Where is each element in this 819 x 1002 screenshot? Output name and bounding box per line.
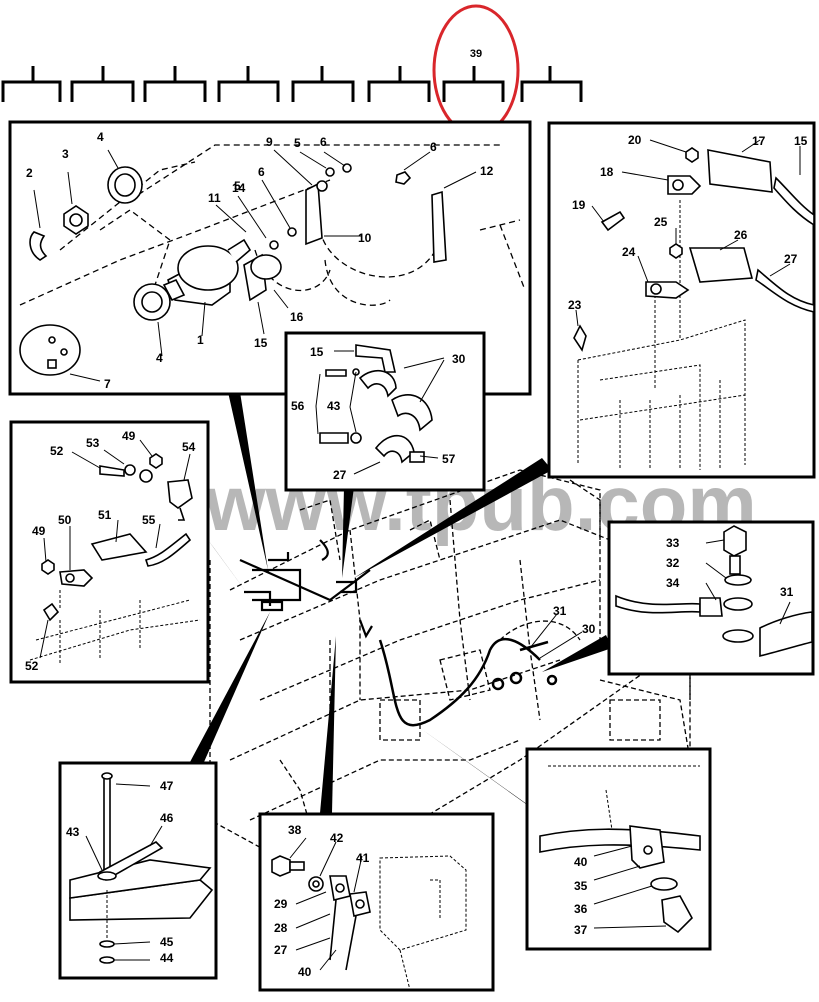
svg-text:57: 57 xyxy=(442,452,456,466)
page-marker: 39 xyxy=(470,48,482,60)
svg-text:5: 5 xyxy=(234,179,241,193)
svg-text:27: 27 xyxy=(784,252,798,266)
connector-details xyxy=(239,539,373,639)
svg-text:38: 38 xyxy=(288,823,302,837)
svg-text:29: 29 xyxy=(274,897,288,911)
svg-text:47: 47 xyxy=(160,779,174,793)
svg-text:15: 15 xyxy=(254,336,268,350)
svg-text:43: 43 xyxy=(327,399,341,413)
svg-text:15: 15 xyxy=(794,134,808,148)
svg-text:3: 3 xyxy=(62,147,69,161)
chassis-callout-labels: 31 30 xyxy=(529,604,596,659)
ignition-callout-labels: 2 3 4 14 9 5 6 6 12 11 5 6 10 1 4 15 16 … xyxy=(26,130,494,391)
svg-text:27: 27 xyxy=(333,468,347,482)
svg-text:10: 10 xyxy=(358,231,372,245)
svg-text:30: 30 xyxy=(452,352,466,366)
svg-text:31: 31 xyxy=(553,604,567,618)
battery-callout-labels: 20 17 15 18 19 25 26 24 27 23 xyxy=(568,133,808,312)
svg-text:19: 19 xyxy=(572,198,586,212)
svg-text:36: 36 xyxy=(574,902,588,916)
bracket-row xyxy=(1,66,583,102)
svg-text:56: 56 xyxy=(291,399,305,413)
svg-text:1: 1 xyxy=(197,333,204,347)
svg-text:15: 15 xyxy=(310,345,324,359)
svg-text:6: 6 xyxy=(430,140,437,154)
svg-text:54: 54 xyxy=(182,440,196,454)
svg-text:40: 40 xyxy=(298,965,312,979)
svg-text:6: 6 xyxy=(320,135,327,149)
svg-text:14: 14 xyxy=(232,181,246,195)
inset-battery-cables: 20 17 15 18 19 25 26 24 27 23 xyxy=(547,121,816,479)
svg-text:55: 55 xyxy=(142,513,156,527)
pointer-wedges xyxy=(190,392,612,813)
svg-text:24: 24 xyxy=(622,245,636,259)
svg-text:41: 41 xyxy=(356,851,370,865)
bracket-callout-labels: 15 30 56 43 27 57 xyxy=(291,345,466,482)
svg-text:46: 46 xyxy=(160,811,174,825)
svg-text:4: 4 xyxy=(97,130,104,144)
inset-bolt-stack: 33 32 34 31 xyxy=(607,520,815,676)
svg-text:53: 53 xyxy=(86,436,100,450)
svg-text:33: 33 xyxy=(666,536,680,550)
svg-text:49: 49 xyxy=(122,429,136,443)
svg-text:2: 2 xyxy=(26,166,33,180)
highlight-circle xyxy=(432,4,520,136)
svg-text:34: 34 xyxy=(666,576,680,590)
svg-text:51: 51 xyxy=(98,508,112,522)
svg-text:17: 17 xyxy=(752,134,766,148)
left-inset-callout-labels: 52 53 49 54 51 55 49 50 52 xyxy=(25,429,196,673)
svg-text:42: 42 xyxy=(330,831,344,845)
svg-text:16: 16 xyxy=(290,310,304,324)
svg-text:45: 45 xyxy=(160,935,174,949)
svg-text:11: 11 xyxy=(208,191,221,205)
svg-text:37: 37 xyxy=(574,923,588,937)
svg-text:32: 32 xyxy=(666,556,680,570)
svg-text:52: 52 xyxy=(50,444,64,458)
chassis-cable xyxy=(378,638,558,727)
terminal-callout-labels: 38 42 41 29 28 27 40 xyxy=(274,823,370,979)
svg-text:6: 6 xyxy=(258,165,265,179)
svg-text:18: 18 xyxy=(600,165,614,179)
inset-bracket-assembly: 15 30 56 43 27 57 xyxy=(284,331,486,492)
svg-text:9: 9 xyxy=(266,135,273,149)
svg-text:5: 5 xyxy=(294,136,301,150)
svg-text:31: 31 xyxy=(780,585,794,599)
rod-callout-labels: 47 46 43 45 44 xyxy=(66,779,174,965)
svg-text:43: 43 xyxy=(66,825,80,839)
clamp-callout-labels: 40 35 36 37 xyxy=(574,855,588,937)
inset-terminal-block: 38 42 41 29 28 27 40 xyxy=(258,812,495,992)
svg-text:52: 52 xyxy=(25,659,39,673)
svg-text:50: 50 xyxy=(58,513,72,527)
svg-text:23: 23 xyxy=(568,298,582,312)
svg-text:40: 40 xyxy=(574,855,588,869)
inset-clamp: 40 35 36 37 xyxy=(525,747,712,951)
svg-text:44: 44 xyxy=(160,951,174,965)
svg-text:26: 26 xyxy=(734,228,748,242)
svg-text:25: 25 xyxy=(654,215,668,229)
svg-text:7: 7 xyxy=(104,377,111,391)
svg-text:4: 4 xyxy=(156,351,163,365)
svg-text:35: 35 xyxy=(574,879,588,893)
inset-rod-assembly: 47 46 43 45 44 xyxy=(58,761,218,980)
bolt-stack-callout-labels: 33 32 34 31 xyxy=(666,536,794,599)
inset-left-cable-assembly: 52 53 49 54 51 55 49 50 52 xyxy=(9,420,210,684)
svg-text:28: 28 xyxy=(274,921,288,935)
svg-text:12: 12 xyxy=(480,164,494,178)
svg-text:20: 20 xyxy=(628,133,642,147)
svg-text:27: 27 xyxy=(274,943,288,957)
svg-text:49: 49 xyxy=(32,524,46,538)
svg-text:30: 30 xyxy=(582,622,596,636)
